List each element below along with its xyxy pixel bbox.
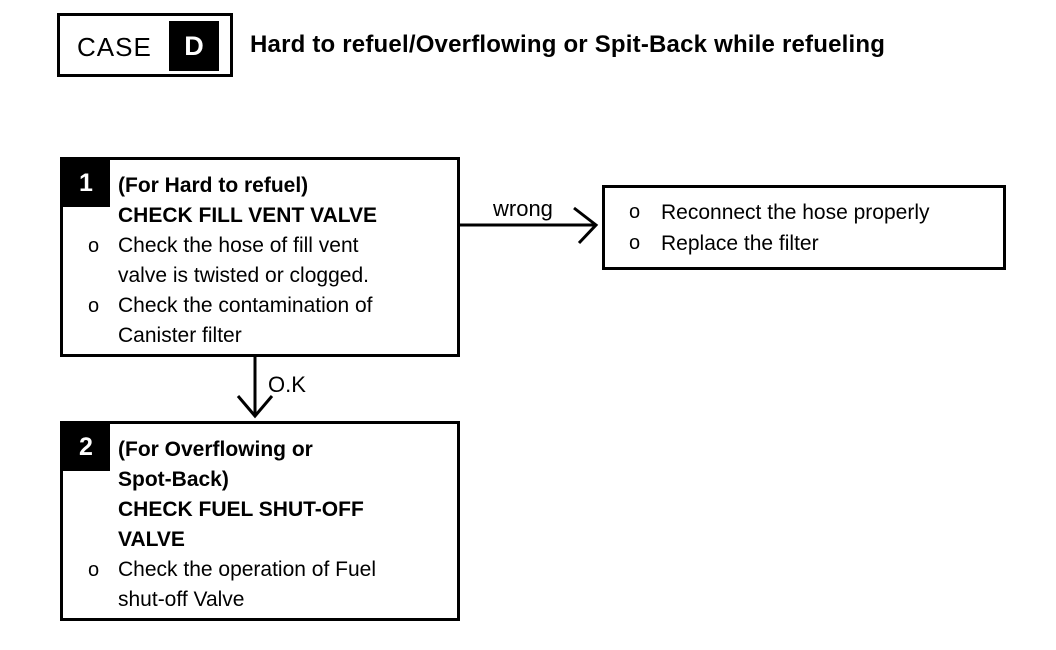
checklist-item-line: shut-off Valve <box>118 588 245 611</box>
bullet-marker: o <box>629 201 641 223</box>
remedy-item: o Replace the filter <box>629 228 997 259</box>
step-2-heading-line: Spot-Back) <box>118 468 229 491</box>
remedy-item-text: Reconnect the hose properly <box>661 201 930 224</box>
arrow-down-icon <box>236 356 274 419</box>
checklist-item-line: Check the hose of fill vent <box>118 234 359 257</box>
remedy-box: o Reconnect the hose properly o Replace … <box>602 185 1006 270</box>
arrow-right-icon <box>460 206 599 245</box>
remedy-content: o Reconnect the hose properly o Replace … <box>629 197 997 259</box>
step-1-number: 1 <box>62 159 110 207</box>
wrong-branch-label: wrong <box>493 196 553 221</box>
step-1-heading-line: (For Hard to refuel) <box>118 174 309 197</box>
checklist-item-line: Check the operation of Fuel <box>118 558 376 581</box>
step-2-heading-line: VALVE <box>118 528 185 551</box>
checklist-item-line: Canister filter <box>118 324 242 347</box>
step-1-box: 1 (For Hard to refuel) CHECK FILL VENT V… <box>60 157 460 357</box>
bullet-marker: o <box>629 232 641 254</box>
case-label: CASE <box>77 32 152 62</box>
step-2-heading-line: (For Overflowing or <box>118 438 313 461</box>
bullet-marker: o <box>88 295 100 317</box>
step-2-number: 2 <box>62 423 110 471</box>
page-title: Hard to refuel/Overflowing or Spit-Back … <box>250 31 886 58</box>
bullet-marker: o <box>88 235 100 257</box>
checklist-item-line: Check the contamination of <box>118 294 373 317</box>
checklist-item: o Check the contamination of Canister fi… <box>88 291 451 351</box>
remedy-item-text: Replace the filter <box>661 232 819 255</box>
step-2-box: 2 (For Overflowing or Spot-Back) CHECK F… <box>60 421 460 621</box>
case-letter-badge: D <box>169 21 219 71</box>
remedy-item: o Reconnect the hose properly <box>629 197 997 228</box>
step-1-heading-line: CHECK FILL VENT VALVE <box>118 204 378 227</box>
checklist-item: o Check the operation of Fuel shut-off V… <box>88 555 451 615</box>
step-1-content: (For Hard to refuel) CHECK FILL VENT VAL… <box>88 171 451 351</box>
bullet-marker: o <box>88 559 100 581</box>
checklist-item: o Check the hose of fill vent valve is t… <box>88 231 451 291</box>
ok-branch-label: O.K <box>268 372 306 397</box>
checklist-item-line: valve is twisted or clogged. <box>118 264 369 287</box>
step-2-heading-line: CHECK FUEL SHUT-OFF <box>118 498 364 521</box>
step-2-content: (For Overflowing or Spot-Back) CHECK FUE… <box>88 435 451 615</box>
case-badge: CASE D <box>57 13 233 77</box>
